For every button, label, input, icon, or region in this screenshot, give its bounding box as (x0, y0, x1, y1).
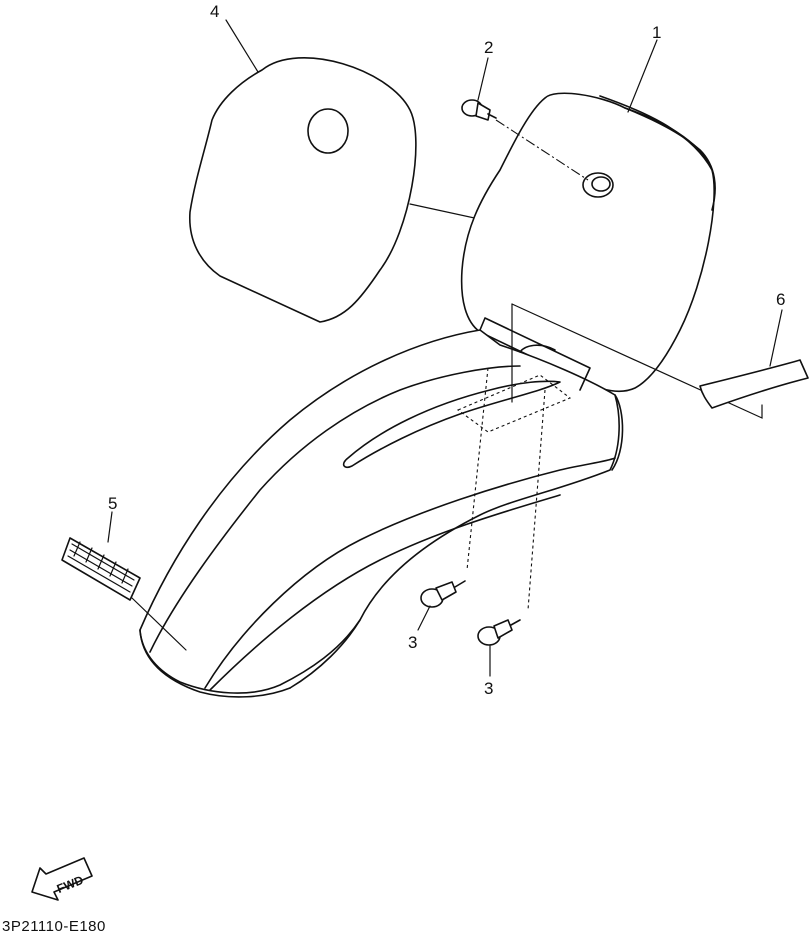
callout-3-right: 3 (484, 679, 493, 698)
leader-4 (225, 19, 259, 73)
callout-5: 5 (108, 494, 117, 513)
callout-1: 1 (652, 23, 661, 42)
callout-2: 2 (484, 38, 493, 57)
axis-bolt-2 (495, 119, 589, 181)
leader-6-to-fender (511, 303, 763, 419)
forward-arrow-icon: FWD (31, 857, 93, 901)
bolt-2 (461, 99, 497, 121)
number-plate-graphic (189, 57, 417, 323)
callout-4: 4 (210, 2, 219, 21)
leader-6 (769, 309, 783, 367)
dash-link-b (527, 389, 546, 611)
leader-1 (627, 39, 658, 113)
rear-fender (139, 317, 624, 698)
leader-5-to-fender (131, 597, 187, 651)
mounting-area-outline (456, 374, 572, 433)
dash-link-a (466, 367, 489, 571)
callout-6: 6 (776, 290, 785, 309)
callout-3-left: 3 (408, 633, 417, 652)
bolt-3-right (477, 619, 521, 646)
decal-strip (699, 359, 809, 409)
bolt-3-left (420, 580, 466, 608)
yamaha-emblem-graphic (61, 537, 141, 601)
leader-2 (477, 57, 489, 101)
leader-3a (417, 605, 431, 631)
number-plate (460, 92, 716, 392)
leader-5 (107, 511, 113, 543)
drawing-code: 3P21110-E180 (2, 918, 106, 935)
